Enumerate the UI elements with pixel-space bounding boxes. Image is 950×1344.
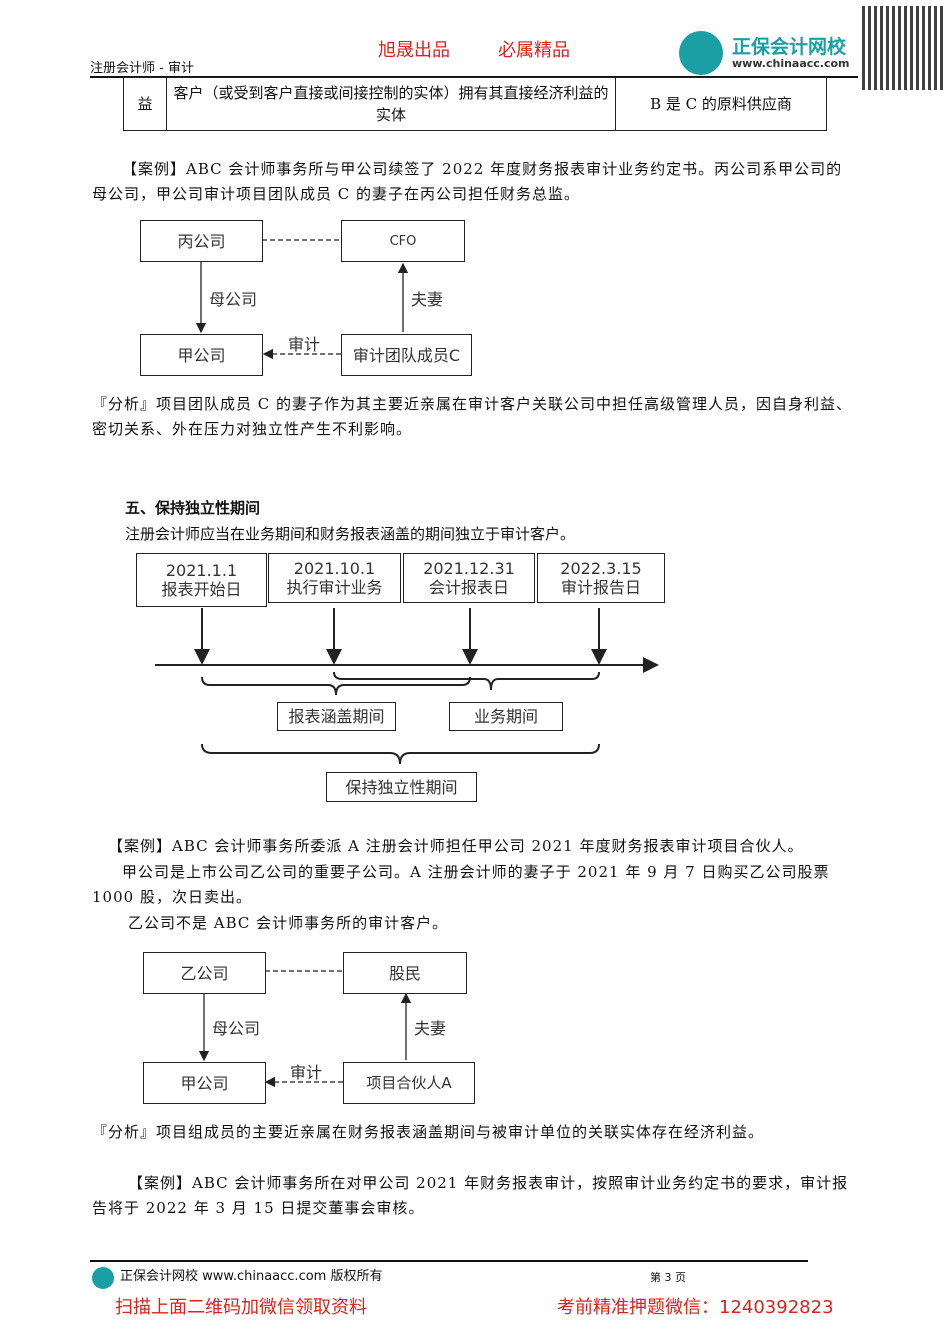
label-spouse: 夫妻	[411, 290, 444, 309]
page-number: 第 3 页	[650, 1271, 686, 1284]
info-table: 益 客户（或受到客户直接或间接控制的实体）拥有其直接经济利益的实体 B 是 C …	[123, 77, 827, 131]
label-audit: 审计	[288, 335, 321, 354]
date-value: 2021.12.31	[423, 559, 515, 578]
date-value: 2022.3.15	[560, 559, 642, 578]
footer-logo-icon	[92, 1267, 114, 1289]
box-cfo: CFO	[341, 220, 465, 262]
box-shareholder: 股民	[343, 952, 467, 994]
footer-copyright: 正保会计网校 www.chinaacc.com 版权所有	[120, 1269, 383, 1284]
logo-url: www.chinaacc.com	[732, 57, 850, 70]
date-label: 审计报告日	[560, 578, 641, 597]
label-parent: 母公司	[209, 290, 258, 309]
subject-header: 注册会计师 - 审计	[90, 61, 194, 76]
label-spouse: 夫妻	[414, 1019, 447, 1038]
promo-right: 考前精准押题微信：1240392823	[557, 1297, 834, 1318]
case-2-p3: 乙公司不是 ABC 会计师事务所的审计客户。	[128, 914, 449, 932]
box-audit-client: 甲公司	[143, 1062, 266, 1104]
box-partner: 项目合伙人A	[343, 1062, 475, 1104]
period-engagement: 业务期间	[449, 702, 563, 731]
period-independence: 保持独立性期间	[326, 772, 477, 802]
table-cell: 客户（或受到客户直接或间接控制的实体）拥有其直接经济利益的实体	[166, 77, 616, 131]
logo-icon	[679, 31, 723, 75]
case-1: 【案例】ABC 会计师事务所与甲公司续签了 2022 年度财务报表审计业务约定书…	[92, 160, 843, 203]
promo-left: 扫描上面二维码加微信领取资料	[115, 1297, 367, 1318]
qr-code-image	[862, 6, 946, 90]
brand-text-1: 旭晟出品	[378, 40, 450, 61]
analysis-2: 『分析』项目组成员的主要近亲属在财务报表涵盖期间与被审计单位的关联实体存在经济利…	[92, 1123, 765, 1141]
date-label: 执行审计业务	[286, 578, 383, 597]
label-audit: 审计	[290, 1063, 323, 1082]
label-parent: 母公司	[212, 1019, 261, 1038]
case-3: 【案例】ABC 会计师事务所在对甲公司 2021 年财务报表审计，按照审计业务约…	[92, 1174, 849, 1217]
box-parent-company: 丙公司	[140, 220, 263, 262]
date-value: 2021.1.1	[165, 561, 238, 580]
box-audit-client: 甲公司	[140, 334, 263, 376]
box-parent-company: 乙公司	[143, 952, 266, 994]
table-row: 益 客户（或受到客户直接或间接控制的实体）拥有其直接经济利益的实体 B 是 C …	[123, 77, 827, 131]
analysis-1: 『分析』项目团队成员 C 的妻子作为其主要近亲属在审计客户关联公司中担任高级管理…	[92, 395, 853, 438]
date-value: 2021.10.1	[293, 559, 376, 578]
case-2-p1: 【案例】ABC 会计师事务所委派 A 注册会计师担任甲公司 2021 年度财务报…	[108, 837, 804, 855]
section-title: 五、保持独立性期间	[125, 499, 261, 517]
section-text: 注册会计师应当在业务期间和财务报表涵盖的期间独立于审计客户。	[125, 525, 576, 543]
box-team-member: 审计团队成员C	[341, 334, 472, 376]
logo-name: 正保会计网校	[732, 36, 847, 58]
date-label: 报表开始日	[161, 580, 242, 599]
table-cell: B 是 C 的原料供应商	[615, 77, 827, 131]
case-2-p2: 甲公司是上市公司乙公司的重要子公司。A 注册会计师的妻子于 2021 年 9 月…	[92, 863, 830, 906]
date-label: 会计报表日	[428, 578, 509, 597]
footer-rule	[90, 1260, 808, 1262]
period-report: 报表涵盖期间	[277, 702, 396, 731]
brand-text-2: 必属精品	[498, 40, 570, 61]
